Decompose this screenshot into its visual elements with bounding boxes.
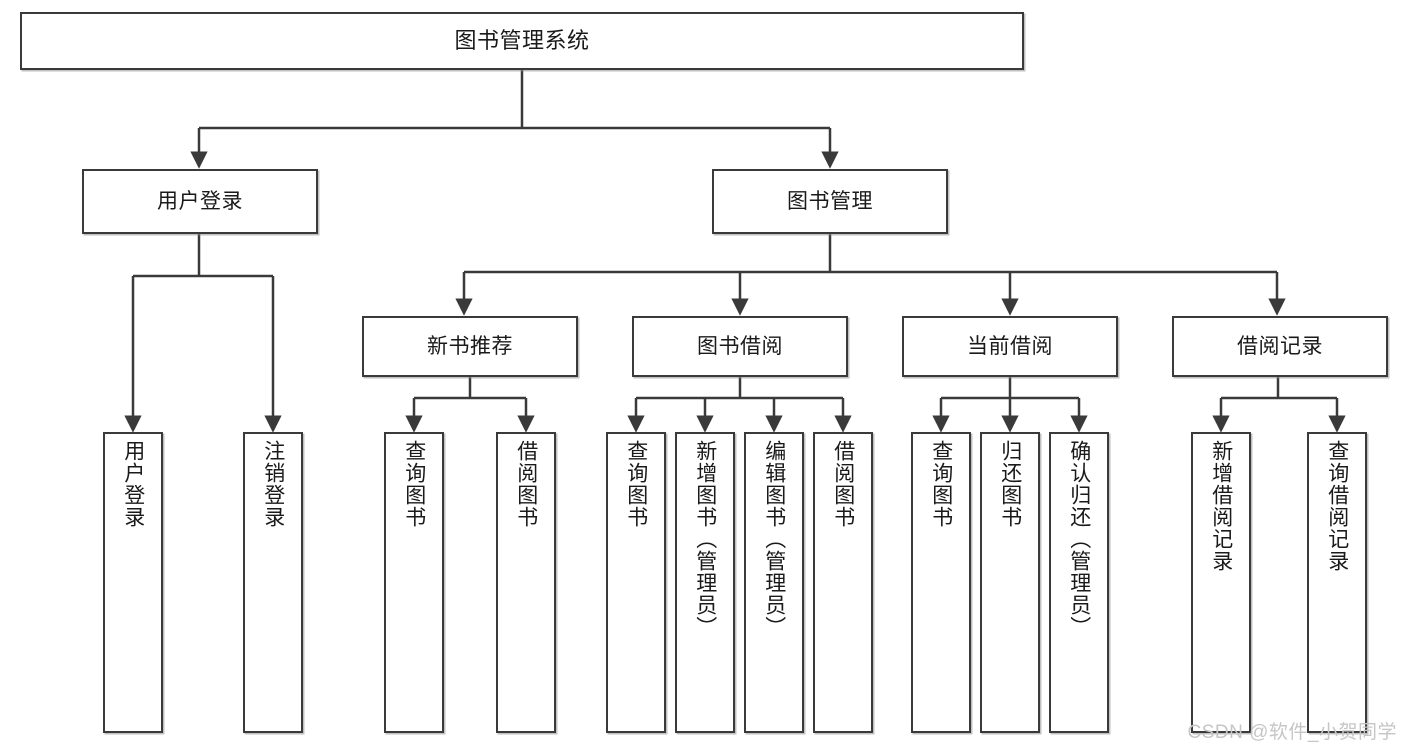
node-new-book-recommend[interactable]: 新书推荐 [362,316,578,377]
leaf-new-book-borrow-label: 借阅图书 [514,440,538,528]
leaf-new-book-borrow[interactable]: 借阅图书 [496,432,556,733]
leaf-borrow-add-book-label: 新增图书（管理员） [693,440,717,638]
leaf-current-query-book-label: 查询图书 [929,440,953,528]
node-root[interactable]: 图书管理系统 [20,12,1024,70]
leaf-borrow-query-book[interactable]: 查询图书 [606,432,666,733]
node-root-label: 图书管理系统 [454,27,590,53]
node-user-login[interactable]: 用户登录 [82,169,318,234]
leaf-borrow-add-book[interactable]: 新增图书（管理员） [675,432,735,733]
leaf-record-add[interactable]: 新增借阅记录 [1191,432,1251,733]
leaf-current-query-book[interactable]: 查询图书 [911,432,971,733]
leaf-record-add-label: 新增借阅记录 [1209,440,1233,572]
node-current-borrow-label: 当前借阅 [967,334,1053,358]
leaf-current-return-book[interactable]: 归还图书 [980,432,1040,733]
node-book-management-label: 图书管理 [787,189,873,213]
leaf-user-login-login-label: 用户登录 [121,440,145,528]
leaf-borrow-borrow-book-label: 借阅图书 [831,440,855,528]
leaf-new-book-query-label: 查询图书 [402,440,426,528]
node-new-book-recommend-label: 新书推荐 [427,334,513,358]
leaf-borrow-query-book-label: 查询图书 [624,440,648,528]
leaf-record-query[interactable]: 查询借阅记录 [1307,432,1367,733]
leaf-record-query-label: 查询借阅记录 [1325,440,1349,572]
leaf-user-login-login[interactable]: 用户登录 [103,432,163,733]
leaf-borrow-edit-book-label: 编辑图书（管理员） [762,440,786,638]
leaf-new-book-query[interactable]: 查询图书 [384,432,444,733]
leaf-user-login-logout-label: 注销登录 [261,440,285,528]
leaf-borrow-borrow-book[interactable]: 借阅图书 [813,432,873,733]
node-book-borrow[interactable]: 图书借阅 [632,316,848,377]
node-user-login-label: 用户登录 [157,189,243,213]
node-current-borrow[interactable]: 当前借阅 [902,316,1118,377]
leaf-borrow-edit-book[interactable]: 编辑图书（管理员） [744,432,804,733]
node-borrow-record[interactable]: 借阅记录 [1172,316,1388,377]
leaf-current-confirm-return-label: 确认归还（管理员） [1067,440,1091,638]
node-book-borrow-label: 图书借阅 [697,334,783,358]
node-borrow-record-label: 借阅记录 [1237,334,1323,358]
node-book-management[interactable]: 图书管理 [712,169,948,234]
leaf-current-confirm-return[interactable]: 确认归还（管理员） [1049,432,1109,733]
leaf-user-login-logout[interactable]: 注销登录 [243,432,303,733]
leaf-current-return-book-label: 归还图书 [998,440,1022,528]
csdn-watermark: CSDN @软件_小贺同学 [1187,722,1397,743]
